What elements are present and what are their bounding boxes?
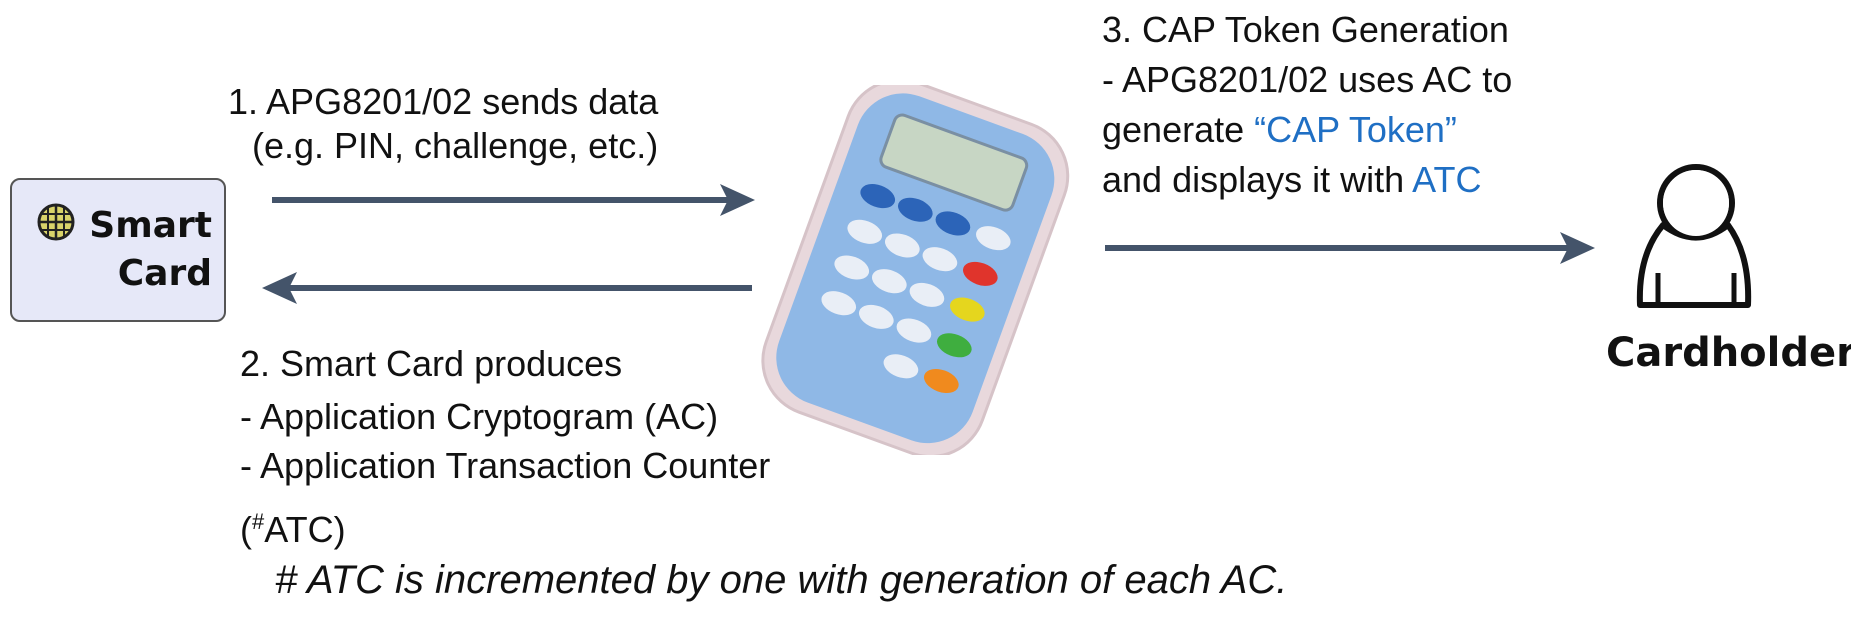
step3-line4-pre: and displays it with — [1102, 159, 1413, 200]
smart-card-label-line2: Card — [117, 253, 212, 294]
step2-line4-post: ATC) — [264, 509, 346, 550]
smart-card-label-line1: Smart — [89, 205, 212, 246]
step1-line2: (e.g. PIN, challenge, etc.) — [252, 125, 659, 166]
step2-line4-sup: # — [252, 509, 265, 534]
person-icon — [1636, 164, 1752, 308]
arrow-to-cardholder — [1105, 232, 1595, 264]
step2-line4: (#ATC) — [240, 500, 346, 551]
arrow-to-device — [272, 184, 755, 216]
arrow-to-card — [262, 272, 752, 304]
card-reader-device — [761, 85, 1070, 455]
smart-card: Smart Card — [10, 178, 226, 322]
smart-card-label: Smart Card — [89, 202, 212, 298]
step1-line1: 1. APG8201/02 sends data — [228, 81, 659, 122]
step2-line1: 2. Smart Card produces — [240, 343, 623, 384]
footnote: # ATC is incremented by one with generat… — [275, 558, 1288, 602]
step3-cap-token-highlight: “CAP Token” — [1254, 109, 1457, 150]
step3-line4: and displays it with ATC — [1102, 158, 1482, 201]
step2-line3: - Application Transaction Counter — [240, 445, 771, 486]
step3-line2: - APG8201/02 uses AC to — [1102, 59, 1513, 100]
step3-line1: 3. CAP Token Generation — [1102, 9, 1509, 50]
step3-line3-pre: generate — [1102, 109, 1255, 150]
chip-globe-icon — [37, 203, 75, 241]
step2-line2: - Application Cryptogram (AC) — [240, 396, 719, 437]
step3-line3: generate “CAP Token” — [1102, 108, 1457, 151]
step3-atc-highlight: ATC — [1412, 159, 1482, 200]
cardholder-label: Cardholder — [1606, 330, 1851, 376]
step2-line4-pre: ( — [240, 509, 252, 550]
